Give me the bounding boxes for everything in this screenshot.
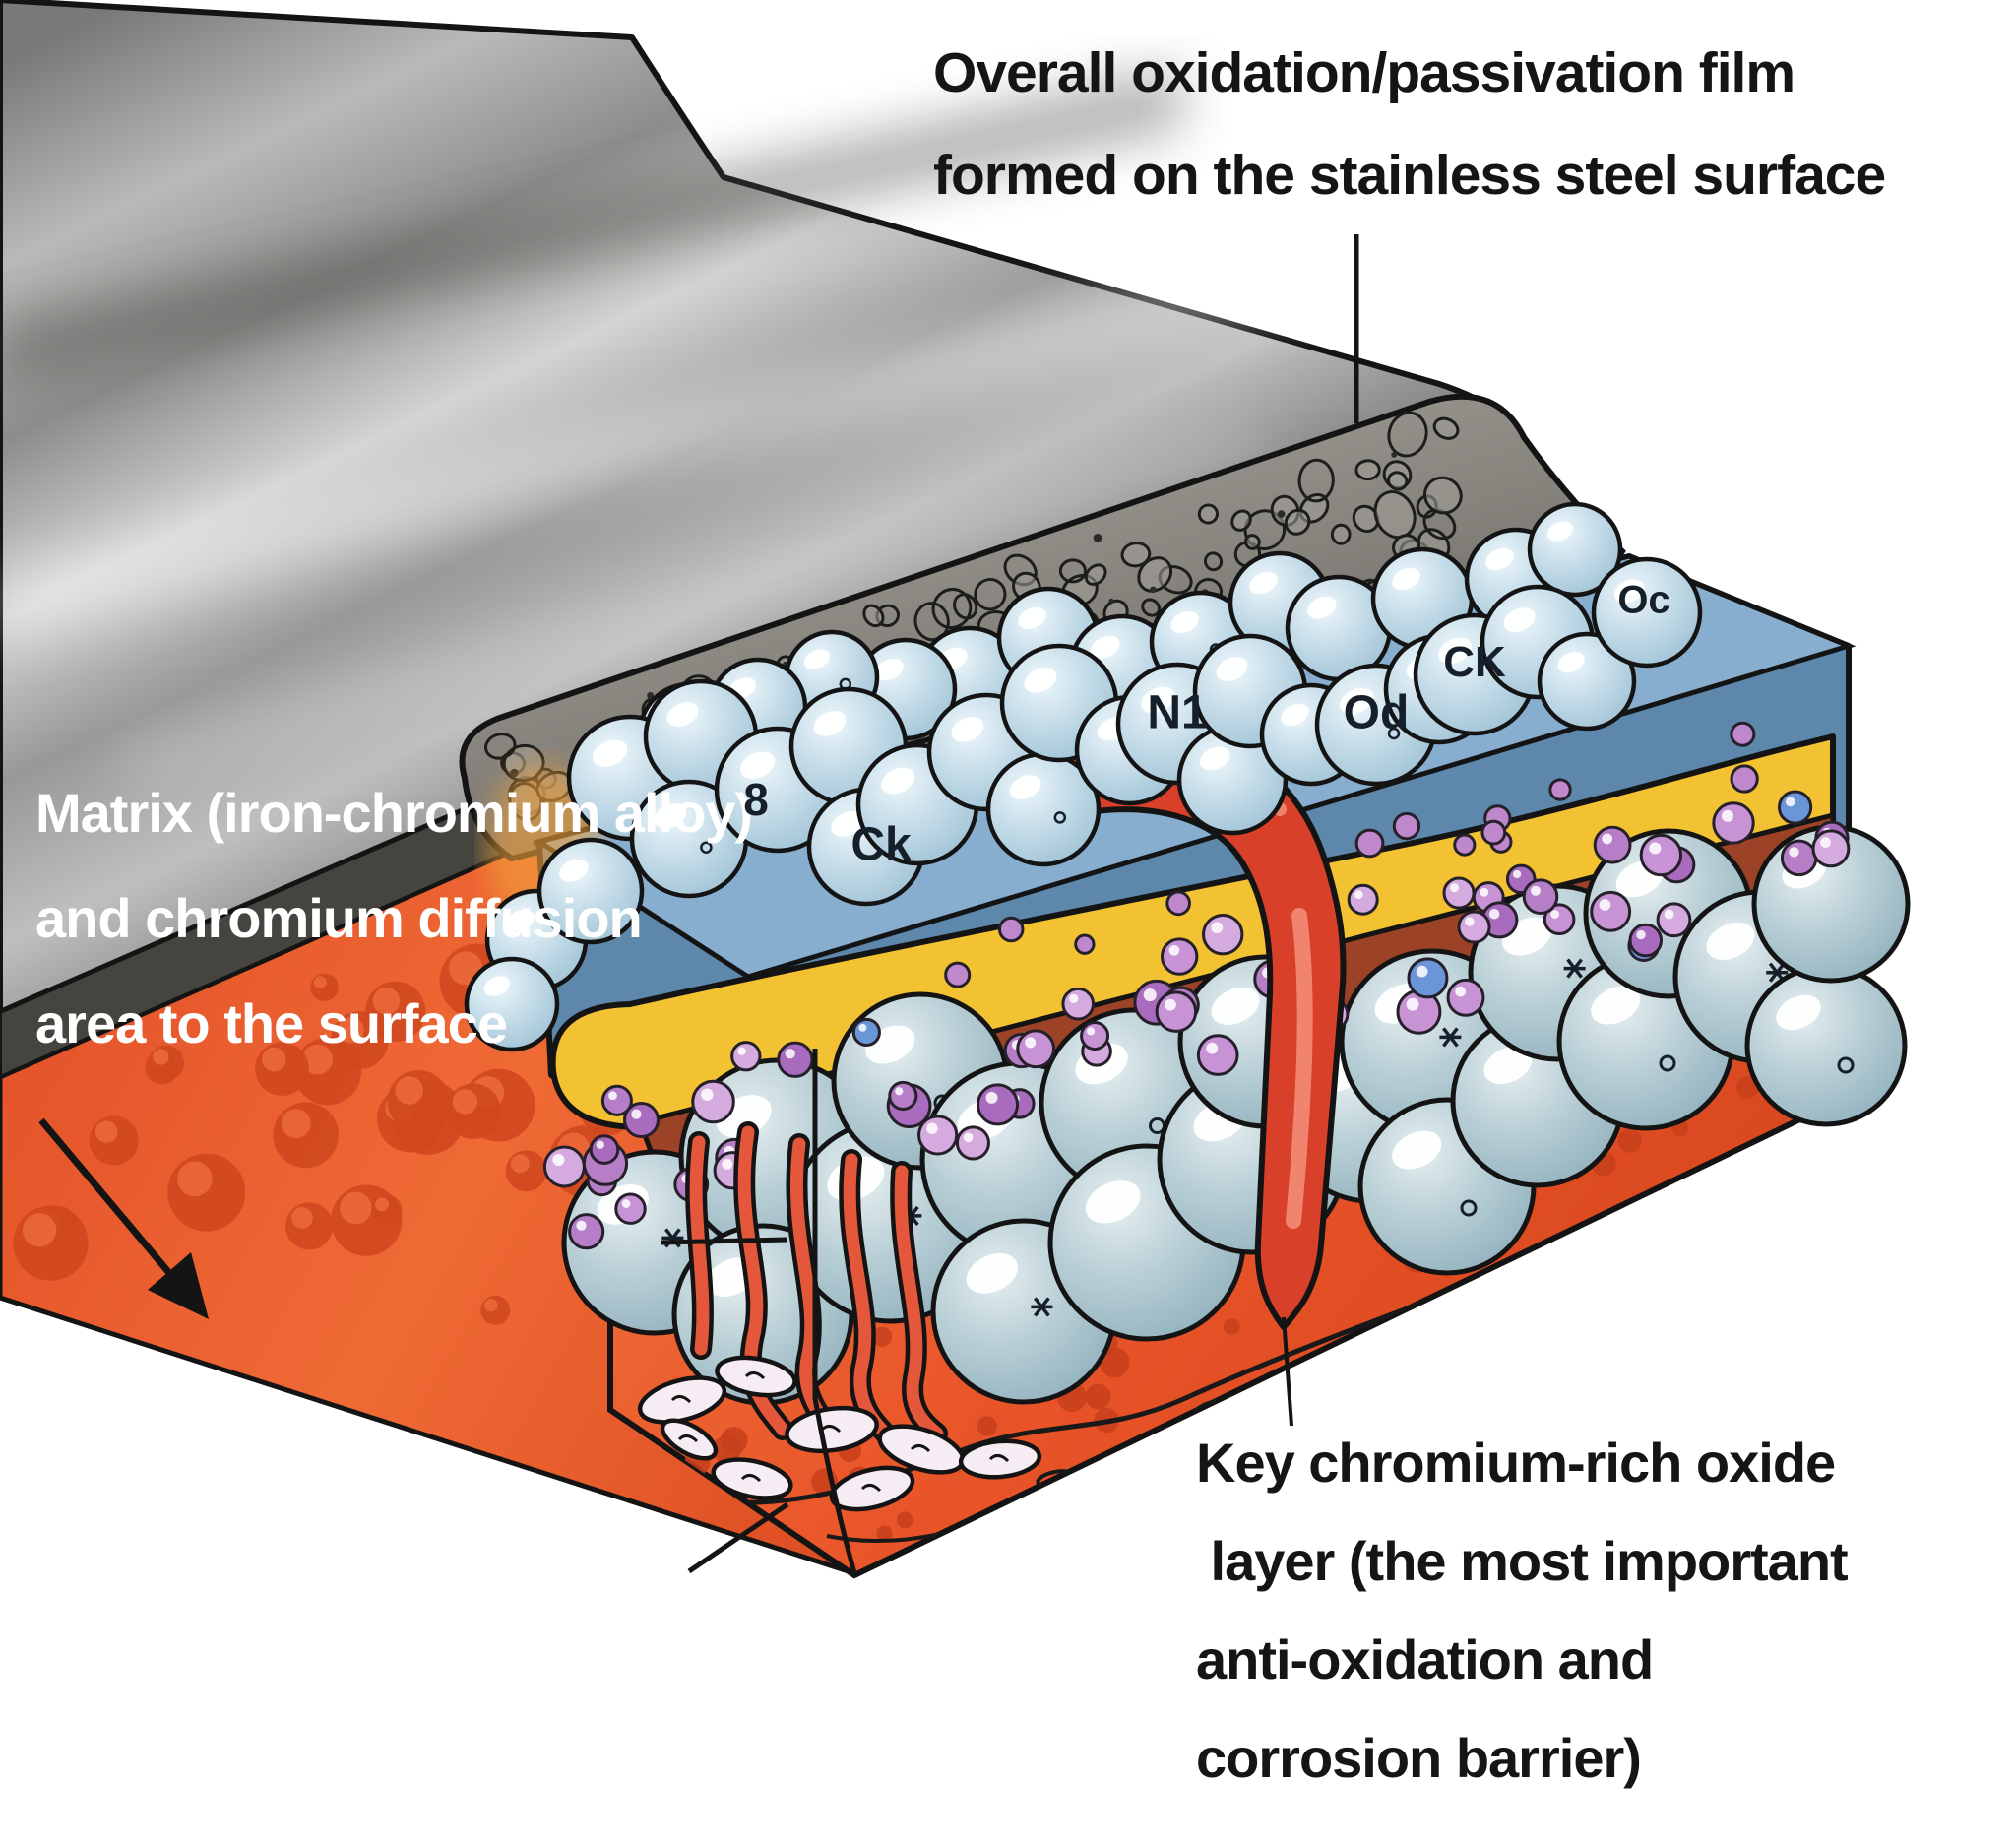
matrix-annotation: Matrix (iron-chromium alloy) and chromiu… bbox=[35, 760, 753, 1076]
oxide-leader-line bbox=[1282, 1316, 1293, 1427]
oval-leader-line bbox=[687, 1501, 789, 1574]
oxide-annotation-line3: anti-oxidation and bbox=[1196, 1628, 1654, 1690]
film-annotation-line1: Overall oxidation/passivation film bbox=[933, 41, 1796, 104]
tendril-leader-line bbox=[661, 1237, 788, 1245]
surface-atom-spheres bbox=[464, 501, 1703, 1052]
matrix-annotation-line2: and chromium diffusion bbox=[35, 887, 643, 949]
inner-corner-line bbox=[812, 1049, 857, 1574]
matrix-arrow bbox=[38, 1117, 209, 1319]
steel-slab-top bbox=[0, 0, 1527, 1080]
matrix-annotation-line3: area to the surface bbox=[35, 992, 508, 1054]
matrix-annotation-line1: Matrix (iron-chromium alloy) bbox=[35, 782, 753, 844]
film-annotation-line2: formed on the stainless steel surface bbox=[933, 144, 1886, 207]
oxide-annotation: Key chromium-rich oxide layer (the most … bbox=[1196, 1414, 1849, 1808]
film-annotation: Overall oxidation/passivation film forme… bbox=[933, 22, 1886, 226]
leader-lines bbox=[38, 234, 1359, 1574]
oxide-annotation-line2: layer (the most important bbox=[1196, 1530, 1849, 1592]
oxide-annotation-line1: Key chromium-rich oxide bbox=[1196, 1432, 1836, 1494]
oxide-annotation-line4: corrosion barrier) bbox=[1196, 1727, 1642, 1789]
